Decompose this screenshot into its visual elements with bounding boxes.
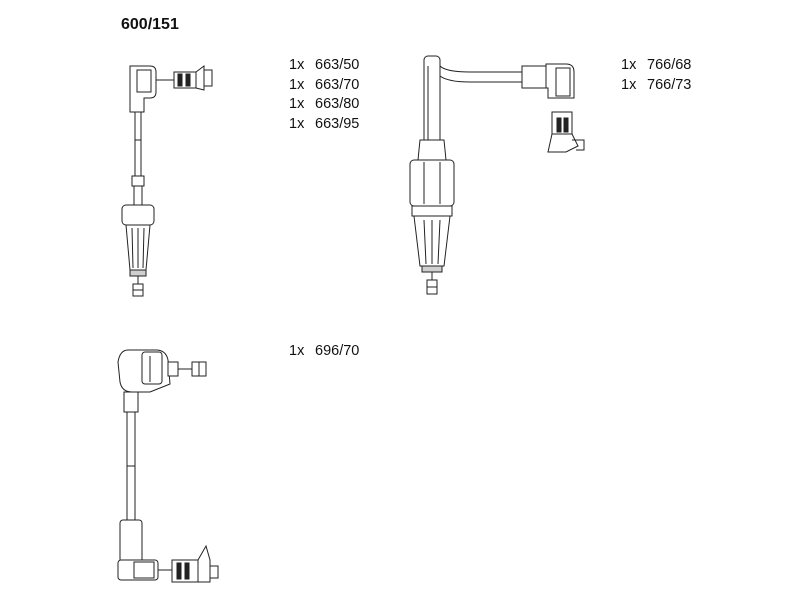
- parts-list-item: 1x 663/95: [289, 115, 359, 135]
- parts-list-group-2: 1x 766/68 1x 766/73: [621, 56, 691, 95]
- diagram-title: 600/151: [121, 16, 179, 33]
- parts-list-group-1: 1x 663/50 1x 663/70 1x 663/80 1x 663/95: [289, 56, 359, 134]
- boot-window: [555, 67, 571, 97]
- cable-terminal: [178, 361, 207, 377]
- item-part-number: 663/80: [315, 96, 360, 112]
- ignition-cable-drawing-1: [121, 65, 213, 297]
- parts-list-item: 1x 663/80: [289, 95, 359, 115]
- item-qty: 1x: [289, 115, 305, 132]
- item-qty: 1x: [289, 96, 305, 112]
- ignition-cable-drawing-3: [117, 349, 219, 583]
- parts-list-item: 1x 663/70: [289, 76, 359, 96]
- item-part-number: 766/73: [647, 76, 692, 93]
- parts-list-item: 1x 766/73: [621, 76, 691, 96]
- item-part-number: 766/68: [647, 57, 692, 73]
- parts-list-item: 1x 663/50: [289, 56, 359, 76]
- item-part-number: 663/50: [315, 57, 360, 73]
- plug-terminal: [426, 272, 438, 295]
- boot-window: [136, 69, 152, 93]
- ignition-cable-drawing-2: [409, 55, 585, 295]
- angled-boot: [117, 519, 159, 581]
- cable-collar: [131, 175, 145, 187]
- coil-tower: [423, 55, 441, 147]
- cable-terminal: [547, 111, 585, 153]
- item-qty: 1x: [621, 57, 637, 73]
- spark-plug-boot: [121, 204, 155, 277]
- item-qty: 1x: [289, 343, 305, 359]
- parts-list-group-3: 1x 696/70: [289, 342, 359, 362]
- item-part-number: 696/70: [315, 343, 360, 359]
- parts-list-item: 1x 766/68: [621, 56, 691, 76]
- item-qty: 1x: [289, 57, 305, 73]
- item-part-number: 663/70: [315, 76, 360, 93]
- coil-boot: [409, 139, 455, 273]
- cable-sleeve: [521, 65, 547, 89]
- cable-terminal: [156, 65, 213, 91]
- item-qty: 1x: [621, 76, 637, 93]
- parts-list-item: 1x 696/70: [289, 342, 359, 362]
- plug-terminal: [132, 276, 144, 297]
- item-part-number: 663/95: [315, 115, 360, 132]
- cable-terminal: [158, 544, 219, 583]
- item-qty: 1x: [289, 76, 305, 93]
- angled-boot: [117, 349, 179, 393]
